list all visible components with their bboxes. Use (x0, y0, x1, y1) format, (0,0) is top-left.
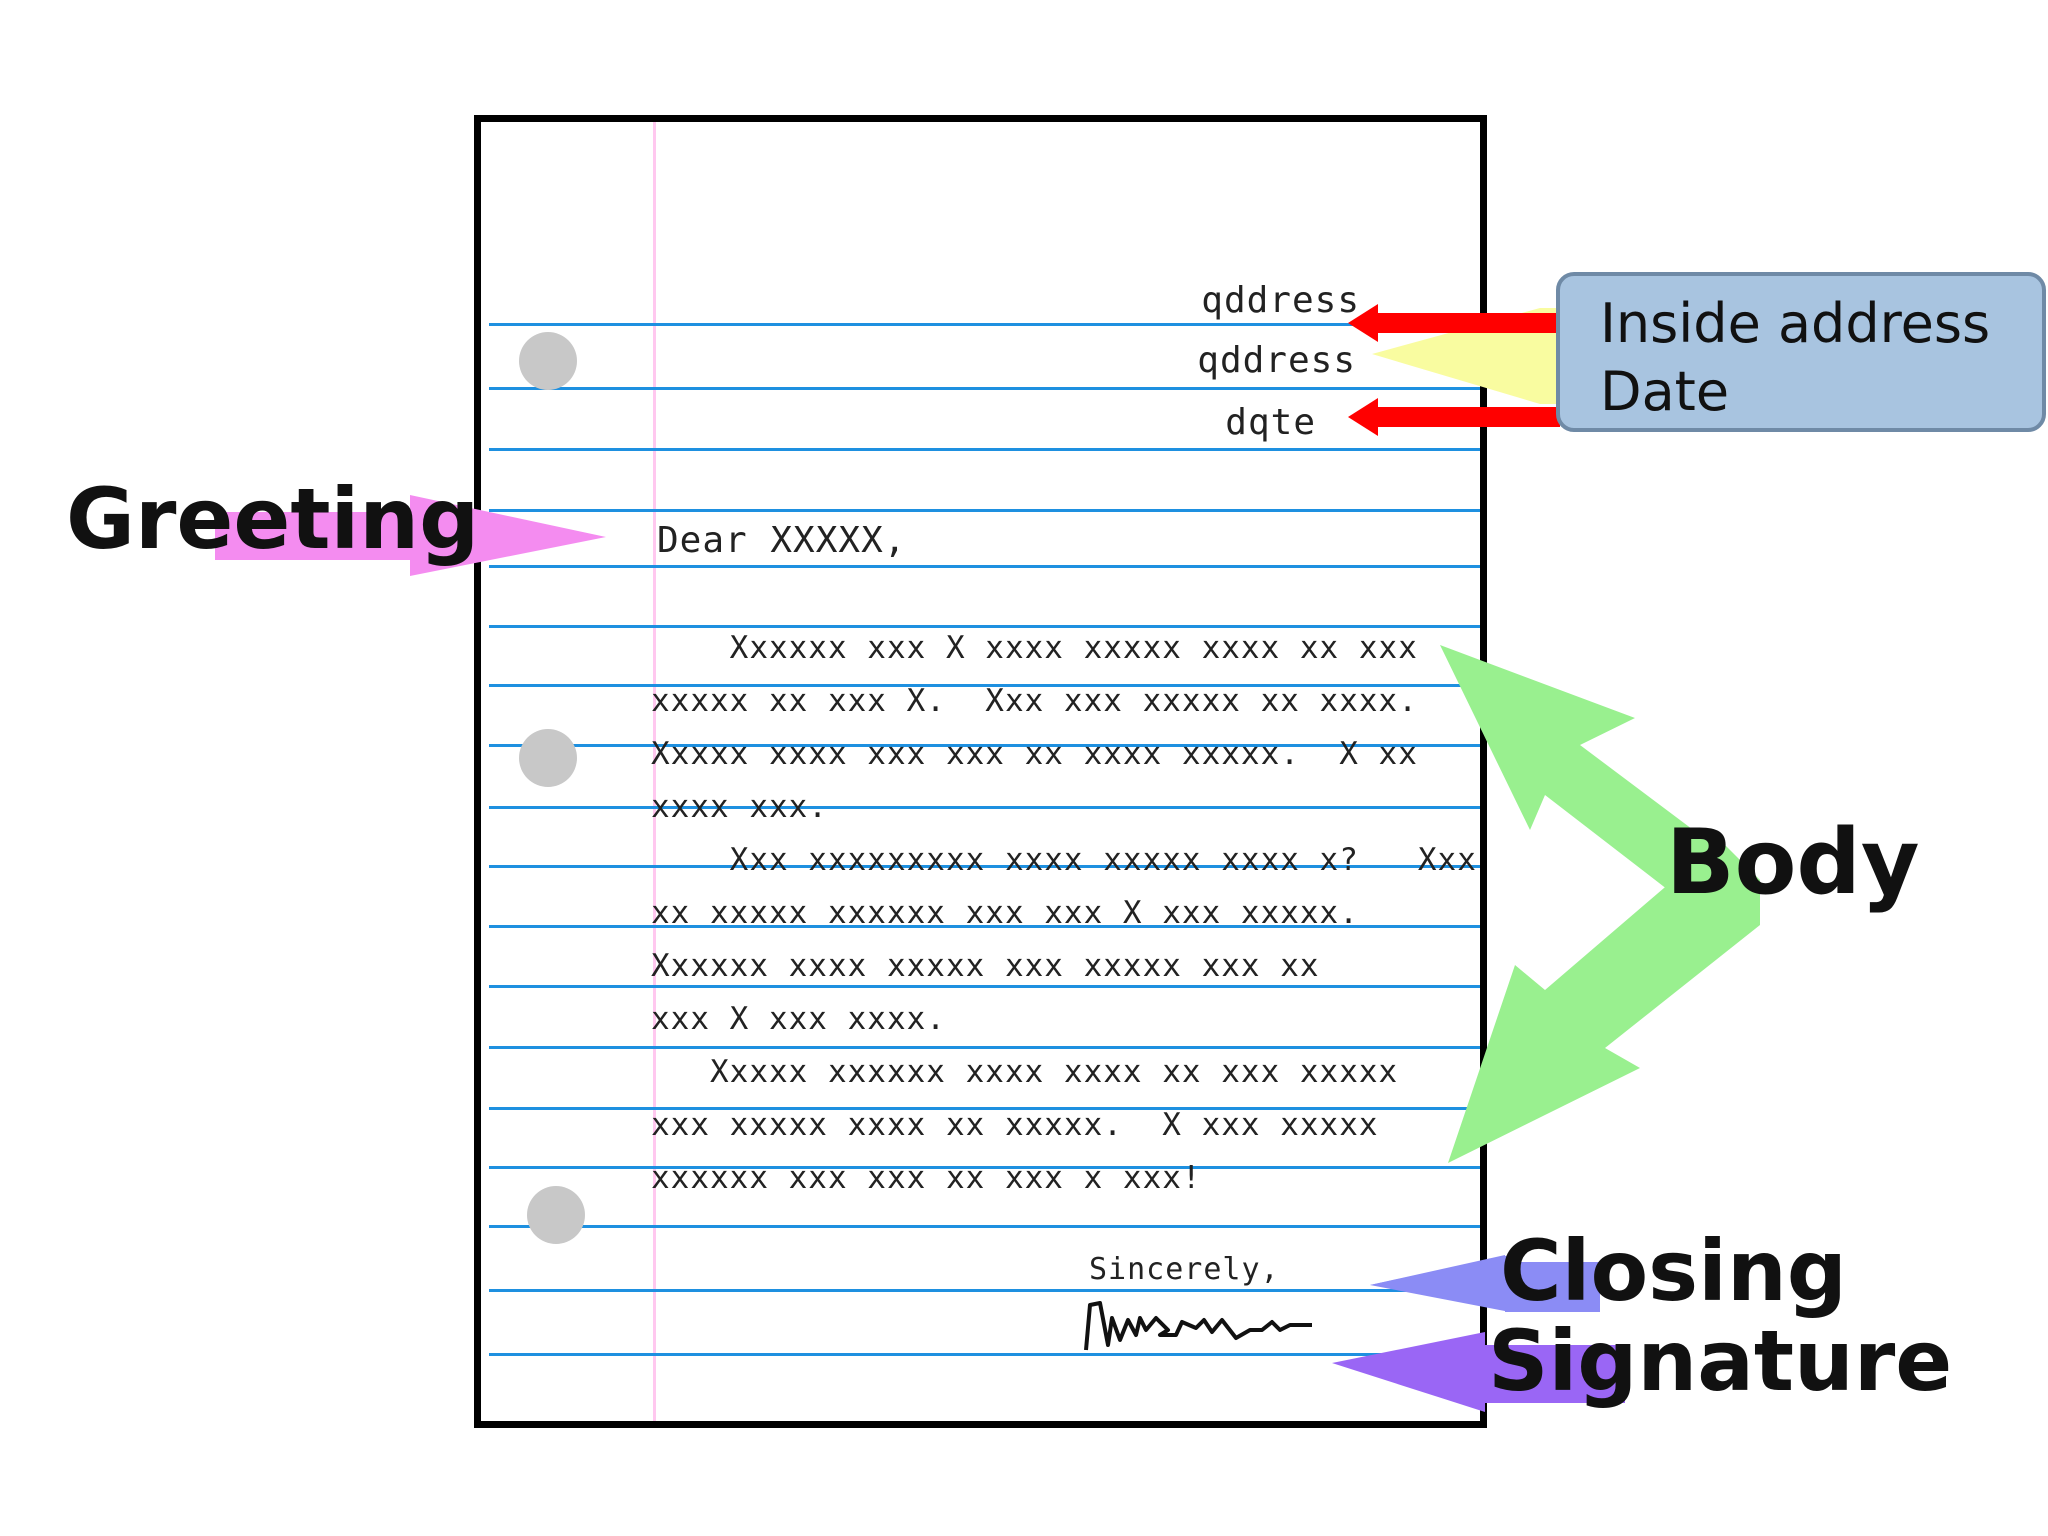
body-arrow (1440, 645, 1760, 1163)
rule-line (489, 625, 1480, 628)
body-line: xxx xxxxx xxxx xx xxxxx. X xxx xxxxx (651, 1107, 1379, 1143)
signature-arrow-head (1332, 1332, 1485, 1412)
body-line: xxxxxx xxx xxx xx xxx x xxx! (651, 1160, 1202, 1196)
rule-line (489, 1353, 1480, 1356)
rule-line (489, 985, 1480, 988)
body-line: Xxxxx xxxxxx xxxx xxxx xx xxx xxxxx (651, 1054, 1399, 1090)
margin-line (653, 122, 656, 1421)
closing-arrow-head (1370, 1255, 1510, 1312)
address-line-1: qddress (1201, 280, 1360, 321)
greeting-text: Dear XXXXX, (657, 520, 907, 561)
rule-line (489, 1166, 1480, 1169)
rule-line (489, 1289, 1480, 1292)
body-line: Xxxxxx xxxx xxxxx xxx xxxxx xxx xx (651, 948, 1320, 984)
closing-label: Closing (1500, 1222, 1847, 1320)
signature-label: Signature (1488, 1312, 1953, 1410)
callout-line-1: Inside address (1600, 292, 1991, 355)
rule-line (489, 744, 1480, 747)
greeting-arrow (215, 495, 606, 576)
callout-box: Inside address Date (1556, 272, 2046, 432)
callout-line-2: Date (1600, 360, 1730, 423)
rule-line (489, 1046, 1480, 1049)
body-line: xxx X xxx xxxx. (651, 1001, 946, 1037)
notebook-paper: qddress qddress dqte Dear XXXXX, Xxxxxx … (474, 115, 1487, 1428)
date-line: dqte (1225, 402, 1316, 443)
address-line-2: qddress (1197, 340, 1356, 381)
address-arrow (1348, 304, 1560, 342)
rule-line (489, 509, 1480, 512)
rule-line (489, 684, 1480, 687)
body-line: xx xxxxx xxxxxx xxx xxx X xxx xxxxx. (651, 895, 1359, 931)
signature-arrow-shaft (1480, 1345, 1625, 1403)
body-line: Xxx xxxxxxxxx xxxx xxxxx xxxx x? Xxx (651, 842, 1477, 878)
body-line: Xxxxxx xxx X xxxx xxxxx xxxx xx xxx (651, 630, 1418, 666)
body-label: Body (1666, 810, 1920, 915)
closing-arrow-shaft (1500, 1262, 1600, 1310)
rule-line (489, 1225, 1480, 1228)
body-line: Xxxxx xxxx xxx xxx xx xxxx xxxxx. X xx (651, 736, 1418, 772)
rule-line (489, 865, 1480, 868)
rule-line (489, 925, 1480, 928)
closing-text: Sincerely, (1089, 1252, 1280, 1287)
rule-line (489, 806, 1480, 809)
signature-scribble (1084, 1301, 1312, 1351)
binder-hole (519, 729, 577, 787)
binder-hole (519, 332, 577, 390)
rule-line (489, 565, 1480, 568)
date-arrow (1348, 398, 1560, 436)
body-line: xxxx xxx. (651, 789, 828, 825)
body-line: xxxxx xx xxx X. Xxx xxx xxxxx xx xxxx. (651, 683, 1418, 719)
binder-hole (527, 1186, 585, 1244)
rule-line (489, 1107, 1480, 1110)
rule-line (489, 387, 1480, 390)
rule-line (489, 448, 1480, 451)
rule-line (489, 323, 1480, 326)
greeting-label: Greeting (66, 470, 480, 568)
